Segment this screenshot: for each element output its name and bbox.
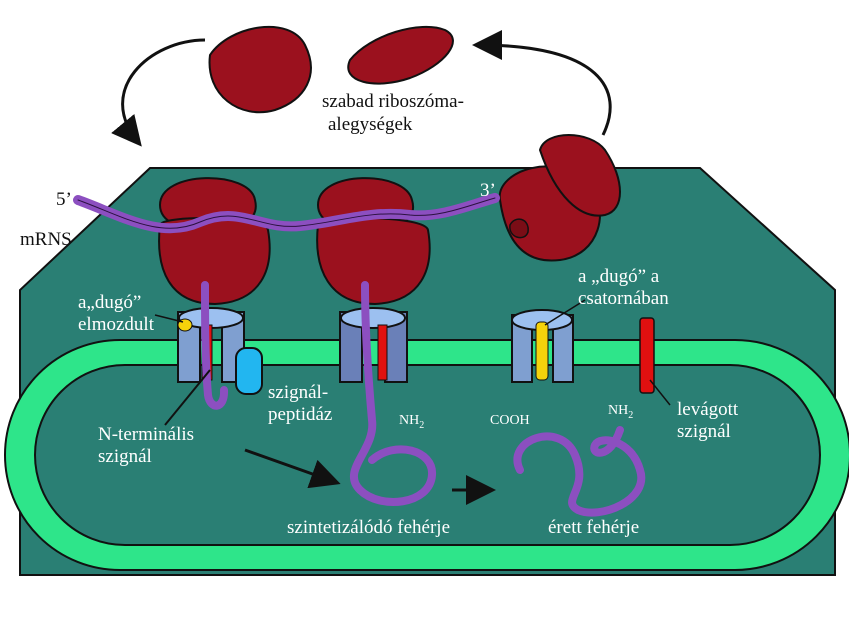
pointer-plug-in-channel <box>544 299 586 326</box>
label-signal-peptidase-2: peptidáz <box>268 404 332 425</box>
arrow-to-synthesizing <box>244 448 341 489</box>
translocon-1 <box>177 281 263 410</box>
cycle-arrow-left <box>111 38 206 147</box>
label-nh2-b: NH2 <box>608 403 633 421</box>
label-mrna: mRNS <box>20 229 72 250</box>
label-n-terminal-1: N-terminális <box>98 424 194 445</box>
pointer-n-terminal <box>164 369 211 426</box>
label-free-ribosome-1: szabad riboszóma- <box>322 91 464 112</box>
label-free-ribosome-2: alegységek <box>328 114 413 135</box>
label-signal-peptidase-1: szignál- <box>268 382 328 403</box>
pointer-plug-moved <box>154 314 184 323</box>
pointer-cleaved-signal <box>649 379 671 406</box>
mature-protein <box>513 426 646 517</box>
label-three-prime: 3’ <box>480 180 496 201</box>
free-ribosome-large-subunit <box>208 25 312 114</box>
label-synthesizing-protein: szintetizálódó fehérje <box>287 517 450 538</box>
signal-peptidase-shape <box>235 347 263 395</box>
cycle-arrow-right <box>472 30 612 136</box>
free-ribosome-small-subunit <box>347 25 454 85</box>
label-plug-in-channel-1: a „dugó” a <box>578 266 660 287</box>
label-cleaved-signal-2: szignál <box>677 421 731 442</box>
label-n-terminal-2: szignál <box>98 446 152 467</box>
label-nh2-a: NH2 <box>399 413 424 431</box>
label-plug-moved-1: a„dugó” <box>78 292 141 313</box>
translocon-2 <box>339 281 436 506</box>
label-plug-moved-2: elmozdult <box>78 314 155 335</box>
releasing-ribosome <box>498 134 621 262</box>
bound-ribosome-1 <box>158 177 271 306</box>
label-mature-protein: érett fehérje <box>548 517 639 538</box>
translocon-3 <box>511 309 574 383</box>
label-plug-in-channel-2: csatornában <box>578 288 669 309</box>
label-cooh: COOH <box>490 413 530 428</box>
label-five-prime: 5’ <box>56 189 72 210</box>
cleaved-signal-peptide <box>639 317 655 394</box>
label-cleaved-signal-1: levágott <box>677 399 739 420</box>
